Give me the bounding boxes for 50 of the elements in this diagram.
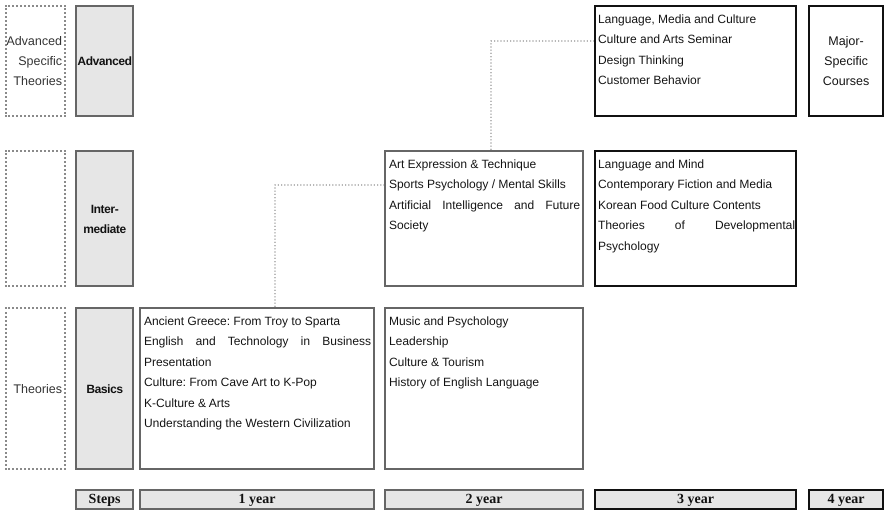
course-title: Art Expression & Technique <box>389 156 538 173</box>
year-box <box>808 489 884 510</box>
course-title: Language, Media and Culture <box>598 11 758 28</box>
course-title: Culture: From Cave Art to K-Pop <box>144 374 318 392</box>
course-title: Customer Behavior <box>598 72 702 90</box>
year-label: 3 year <box>677 491 714 508</box>
year-box <box>594 489 797 510</box>
course-title: Korean Food Culture Contents <box>598 196 762 214</box>
course-title: K-Culture & Arts <box>144 394 232 412</box>
category-label: Advanced Specific Theories <box>6 33 62 90</box>
course-title: Sports Psychology / Mental Skills <box>389 176 567 194</box>
course-box <box>384 150 584 287</box>
course-title: Leadership <box>389 333 450 350</box>
course-box <box>384 307 584 470</box>
course-box <box>594 150 797 287</box>
course-title: Artificial Intelligence and Future Society <box>389 196 580 234</box>
course-title: Understanding the Western Civilization <box>144 415 352 432</box>
course-title: Culture and Arts Seminar <box>598 31 734 48</box>
course-title: Theories of Developmental Psychology <box>598 217 795 255</box>
course-title: Culture & Tourism <box>389 354 486 371</box>
course-group-label: Major-Specific Courses <box>822 33 870 90</box>
level-label: Advanced <box>77 53 132 70</box>
category-box <box>5 307 66 470</box>
year-box <box>75 489 134 510</box>
dotted-connector <box>274 184 384 307</box>
year-box <box>384 489 584 510</box>
course-title: Design Thinking <box>598 52 685 69</box>
dotted-frame <box>5 150 66 287</box>
course-title: Language and Mind <box>598 156 706 173</box>
course-box <box>139 307 375 470</box>
year-box <box>139 489 375 510</box>
course-title: English and Technology in Business Presentation <box>144 333 371 371</box>
level-label: Inter-mediate <box>82 200 127 238</box>
year-label: 1 year <box>238 491 276 508</box>
level-box <box>75 150 134 287</box>
level-box <box>75 5 134 117</box>
course-title: History of English Language <box>389 374 540 392</box>
dotted-connector <box>490 40 594 150</box>
course-title: Music and Psychology <box>389 313 510 330</box>
level-label: Basics <box>86 380 123 398</box>
course-box <box>808 5 884 117</box>
course-title: Contemporary Fiction and Media <box>598 176 774 194</box>
year-label: 2 year <box>466 491 502 508</box>
category-box <box>5 5 66 117</box>
year-label: 4 year <box>828 491 864 508</box>
level-box <box>75 307 134 470</box>
category-label: Theories <box>13 380 62 398</box>
course-title: Ancient Greece: From Troy to Sparta <box>144 313 342 330</box>
year-label: Steps <box>88 491 120 508</box>
course-box <box>594 5 797 117</box>
